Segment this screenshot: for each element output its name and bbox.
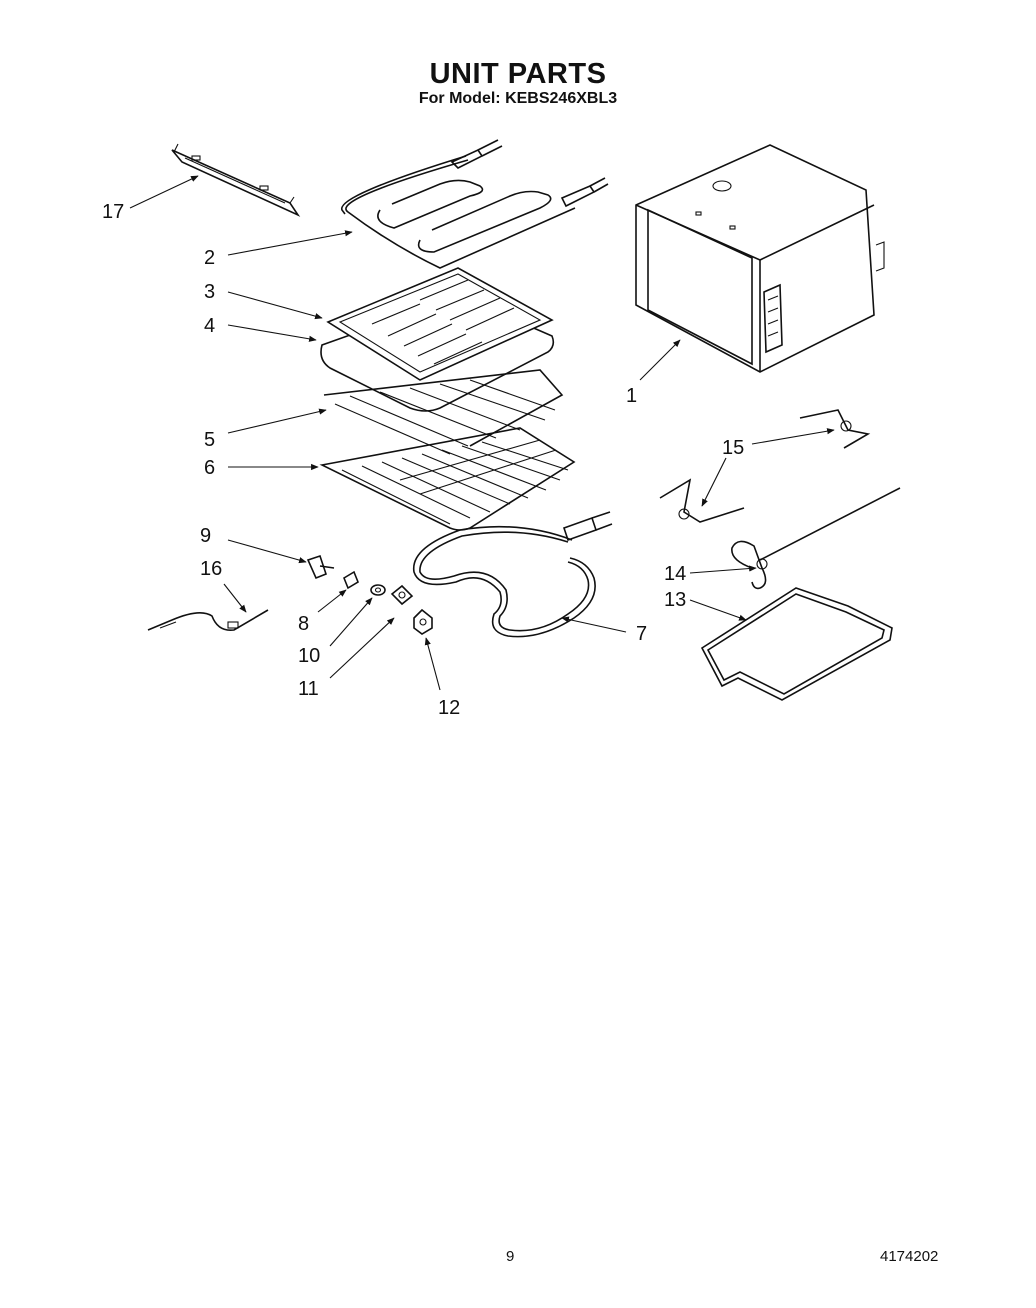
part-3-4-broiler-pan-drawing xyxy=(320,267,555,412)
leader-4 xyxy=(227,324,317,342)
part-14-spit-drawing xyxy=(731,487,901,590)
leader-15b xyxy=(701,457,727,507)
part-8-sensor-drawing xyxy=(343,570,359,590)
part-7-bake-element-drawing xyxy=(412,511,613,638)
part-13-frame-drawing xyxy=(700,587,893,701)
leader-14 xyxy=(689,565,757,574)
part-11-nut-drawing xyxy=(390,584,414,606)
callout-7: 7 xyxy=(636,623,647,645)
part-10-washer-drawing xyxy=(370,584,386,596)
callout-2: 2 xyxy=(204,247,215,269)
callout-17: 17 xyxy=(102,201,124,223)
leader-1 xyxy=(639,339,681,381)
leader-7 xyxy=(561,616,627,633)
callout-1: 1 xyxy=(626,385,637,407)
leader-12 xyxy=(424,637,441,691)
callout-9: 9 xyxy=(200,525,211,547)
callout-15: 15 xyxy=(722,437,744,459)
leader-17 xyxy=(129,175,199,209)
callout-14: 14 xyxy=(664,563,686,585)
model-subtitle: For Model: KEBS246XBL3 xyxy=(418,90,618,107)
part-2-broil-element-drawing xyxy=(341,139,609,269)
leader-5 xyxy=(227,408,327,434)
callout-5: 5 xyxy=(204,429,215,451)
callout-12: 12 xyxy=(438,697,460,719)
document-number: 4174202 xyxy=(880,1248,939,1265)
leader-3 xyxy=(227,291,323,320)
page-number: 9 xyxy=(506,1248,515,1265)
callout-11: 11 xyxy=(298,678,319,700)
leader-8 xyxy=(317,589,347,613)
callout-6: 6 xyxy=(204,457,215,479)
leader-2 xyxy=(227,230,353,256)
callout-4: 4 xyxy=(204,315,215,337)
callout-16: 16 xyxy=(200,558,222,580)
leader-16 xyxy=(223,583,247,613)
leader-11 xyxy=(329,617,395,679)
callout-10: 10 xyxy=(298,645,320,667)
part-1-oven-cavity-drawing xyxy=(635,144,885,373)
callout-8: 8 xyxy=(298,613,309,635)
part-15-supports-drawing xyxy=(659,409,871,523)
leader-13 xyxy=(689,599,747,621)
part-5-rack-drawing xyxy=(323,369,564,455)
part-9-clip-drawing xyxy=(306,554,335,580)
leader-10 xyxy=(329,597,373,647)
callout-labels: 17 2 3 4 5 6 1 15 14 13 7 9 16 8 10 11 1… xyxy=(102,201,744,719)
leader-lines xyxy=(129,175,835,691)
part-6-rack-drawing xyxy=(319,427,576,531)
callout-13: 13 xyxy=(664,589,686,611)
leader-15a xyxy=(751,428,835,445)
part-12-nut-drawing xyxy=(413,608,433,635)
part-16-probe-drawing xyxy=(147,609,269,632)
part-17-bracket-drawing xyxy=(171,143,301,217)
leader-9 xyxy=(227,539,307,564)
page-title: UNIT PARTS xyxy=(429,58,607,90)
callout-3: 3 xyxy=(204,281,215,303)
